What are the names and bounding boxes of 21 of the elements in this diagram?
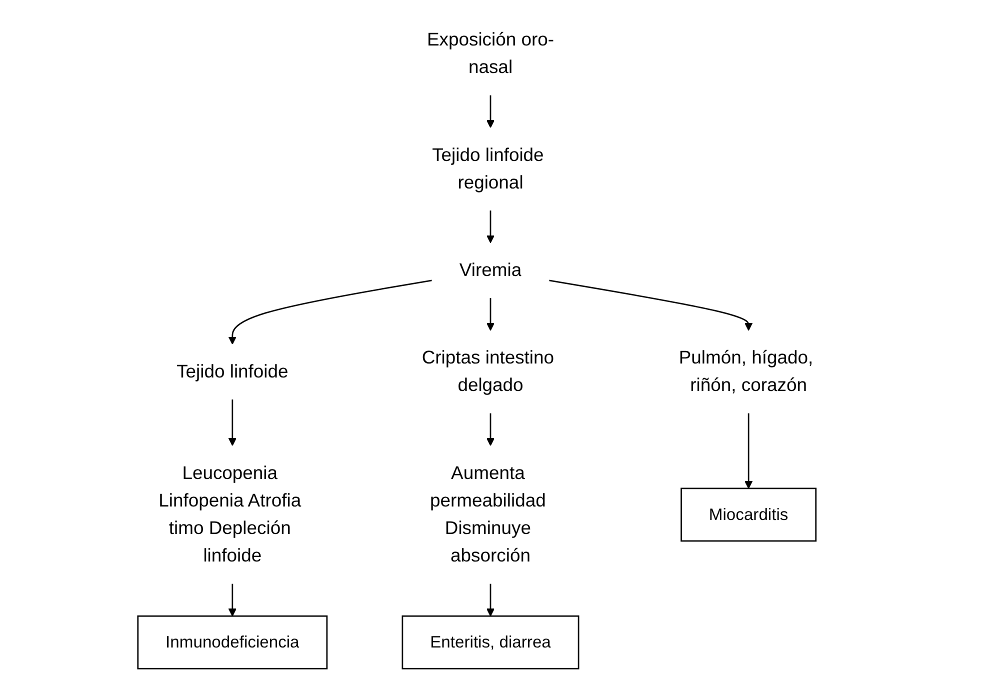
arrow [549,280,753,331]
node-text: Tejido linfoide [176,362,288,382]
arrow [744,413,753,489]
node-box: Enteritis, diarrea [402,615,580,670]
arrow [486,210,495,244]
node-box: Miocarditis [680,488,817,542]
node-text: Tejido linfoide regional [432,145,544,194]
arrow [486,413,495,446]
node-text: Aumenta permeabilidad Disminuye absorción [430,463,546,566]
node-text: Exposición oro-nasal [426,30,554,78]
node-text: Viremia [459,260,522,281]
arrow [228,400,236,446]
arrow [228,280,432,345]
node-text: Criptas intestino delgado [422,348,554,396]
node-text: Leucopenia Linfopenia Atrofia timo Depleción linfoide [158,463,302,566]
arrow [486,584,495,616]
arrow [486,95,495,128]
arrow [228,584,236,616]
node-text: Pulmón, hígado, riñón, corazón [678,348,814,396]
arrow [486,298,495,331]
node-box: Inmunodeficiencia [137,615,328,670]
